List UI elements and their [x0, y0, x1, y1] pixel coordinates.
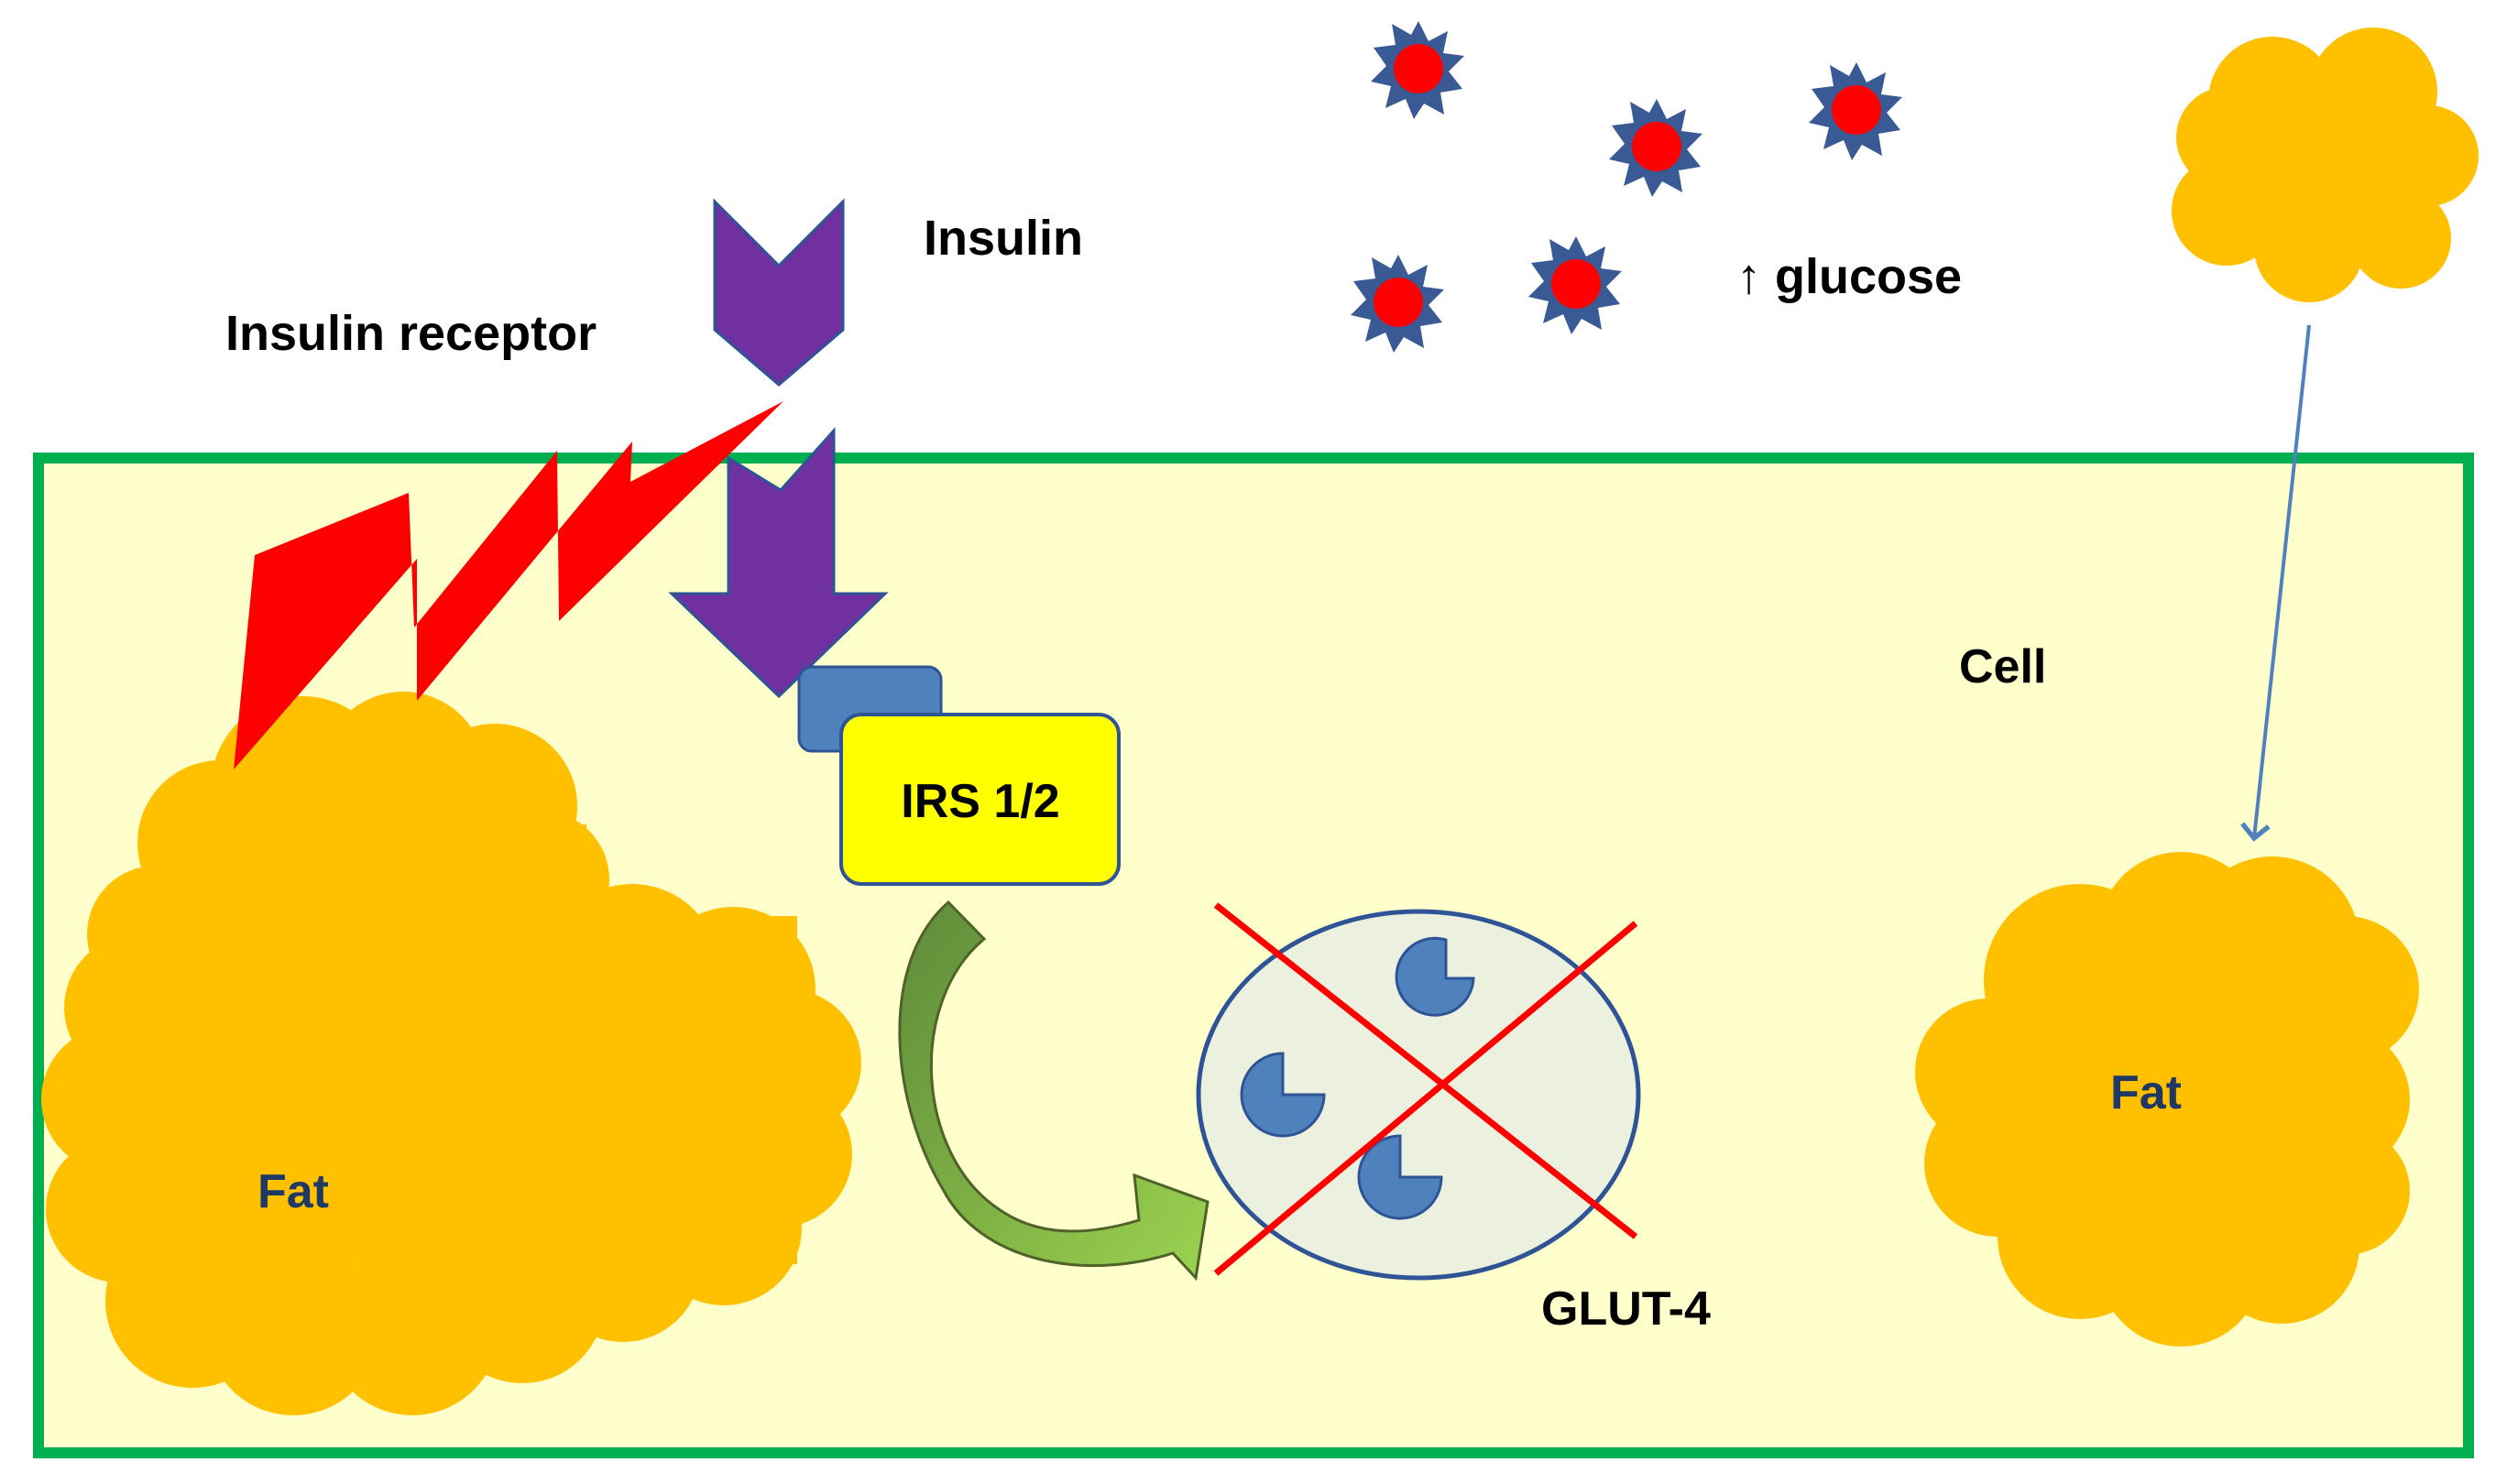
lightning-icon: [234, 401, 783, 769]
insulin-chevron-icon: [713, 198, 845, 387]
glucose-molecule-icon: [1371, 21, 1464, 119]
cross-mark-icon: [1213, 902, 1638, 1276]
glucose-molecule-icon: [1528, 236, 1622, 334]
glucose-label: ↑ glucose: [1736, 249, 1962, 304]
glucose-molecule-icon: [1351, 255, 1444, 353]
fat-blob-left-icon: [41, 692, 861, 1415]
fat-transfer-arrow: [2240, 324, 2311, 842]
insulin-receptor-label: Insulin receptor: [225, 306, 597, 361]
fat-blob-right-icon: [1915, 852, 2419, 1347]
cell-label: Cell: [1959, 640, 2046, 693]
fat-blob-outside-icon: [2172, 27, 2479, 302]
insulin-receptor-arrow-icon: [668, 427, 889, 699]
fat-left-label: Fat: [257, 1165, 329, 1218]
fat-right-label: Fat: [2110, 1066, 2182, 1119]
glut4-vesicle: [1196, 909, 1641, 1281]
glucose-molecule-icon: [1809, 62, 1902, 160]
glucose-molecules: [1351, 21, 1902, 353]
irs-label: IRS 1/2: [901, 775, 1059, 828]
signal-curved-arrow: [898, 900, 1210, 1282]
insulin-label: Insulin: [924, 211, 1083, 266]
glut4-transporter-icon: [1240, 936, 1475, 1220]
irs-box: [839, 713, 1121, 886]
glut4-label: GLUT-4: [1541, 1282, 1711, 1336]
glucose-molecule-icon: [1609, 99, 1702, 197]
